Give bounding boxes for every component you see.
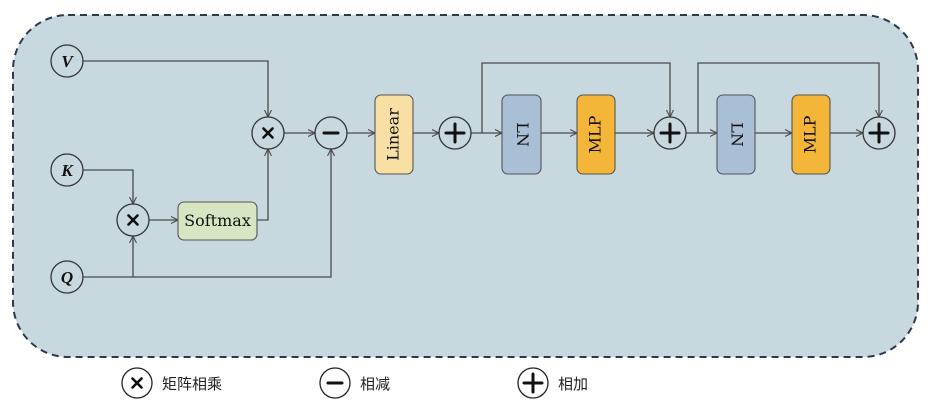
linear-label: Linear bbox=[384, 108, 403, 161]
plus-icon bbox=[444, 122, 466, 144]
legend: 矩阵相乘 相减 相加 bbox=[121, 367, 588, 399]
add-node-3 bbox=[862, 116, 896, 150]
legend-item-minus: 相减 bbox=[319, 367, 390, 399]
input-v: V bbox=[50, 44, 84, 78]
mlp1-label: MLP bbox=[586, 115, 605, 153]
input-k-label: K bbox=[60, 161, 74, 180]
multiply-icon bbox=[262, 127, 274, 139]
input-q-label: Q bbox=[61, 268, 73, 287]
plus-icon bbox=[522, 372, 544, 394]
add-node-1 bbox=[438, 116, 472, 150]
input-k: K bbox=[50, 153, 84, 187]
mlp2-label: MLP bbox=[801, 115, 820, 153]
softmax-block: Softmax bbox=[177, 201, 258, 241]
linear-block: Linear bbox=[374, 94, 414, 175]
wire-q-to-minus bbox=[83, 149, 331, 278]
mlp-block-1: MLP bbox=[576, 94, 616, 175]
plus-icon bbox=[868, 122, 890, 144]
layer-norm-block-2: LN bbox=[716, 94, 756, 175]
multiply-icon bbox=[131, 377, 143, 389]
legend-item-multiply: 矩阵相乘 bbox=[121, 367, 222, 399]
minus-node bbox=[314, 116, 348, 150]
ln2-label: LN bbox=[728, 122, 747, 147]
input-q: Q bbox=[50, 260, 84, 294]
multiply-node-qk bbox=[116, 203, 150, 237]
mlp-block-2: MLP bbox=[791, 94, 831, 175]
plus-icon bbox=[659, 122, 681, 144]
legend-label-minus: 相减 bbox=[360, 375, 390, 393]
legend-label-plus: 相加 bbox=[558, 375, 588, 393]
softmax-label: Softmax bbox=[184, 211, 251, 230]
layer-norm-block-1: LN bbox=[501, 94, 542, 175]
connections bbox=[83, 60, 879, 278]
wire-skip-1 bbox=[481, 62, 670, 133]
ln1-label: LN bbox=[513, 122, 532, 147]
wire-v-to-mul bbox=[83, 60, 268, 117]
wire-skip-2 bbox=[697, 62, 879, 133]
legend-item-plus: 相加 bbox=[517, 367, 588, 399]
wire-softmax-to-mul bbox=[257, 149, 268, 221]
add-node-2 bbox=[653, 116, 687, 150]
multiply-icon bbox=[127, 214, 139, 226]
multiply-node-v bbox=[251, 116, 285, 150]
legend-label-multiply: 矩阵相乘 bbox=[162, 375, 222, 393]
module-container bbox=[12, 14, 919, 358]
wire-k-to-mul bbox=[83, 169, 133, 204]
input-v-label: V bbox=[61, 52, 74, 71]
